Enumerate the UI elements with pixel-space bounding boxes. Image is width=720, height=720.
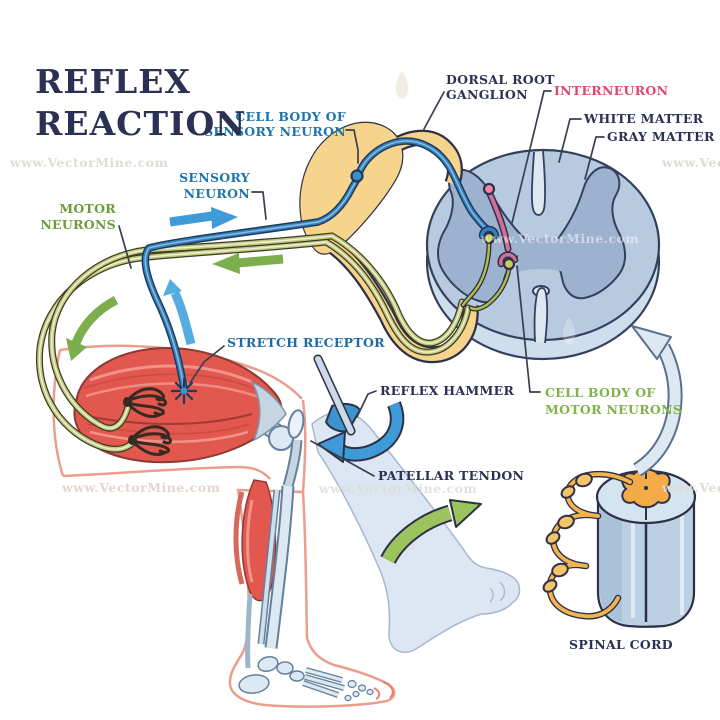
leader-gray-matter (584, 136, 605, 180)
interneuron-cell-dot (482, 182, 496, 196)
spinal-cord-3d (542, 468, 697, 628)
watermark-text: www.VectorMine.com (661, 155, 720, 170)
leader-stretch-receptor (189, 345, 225, 384)
label-stretch-receptor: STRETCH RECEPTOR (227, 335, 385, 350)
leader-reflex-hammer (356, 390, 377, 418)
efferent-arrow-left (212, 253, 284, 274)
label-motor-neurons-line2: NEURONS (40, 217, 116, 232)
thigh-skin-bottom (62, 465, 271, 480)
watermark-text: www.VectorMine.com (61, 480, 220, 495)
title-line2: REACTION (35, 104, 246, 143)
label-reflex-hammer: REFLEX HAMMER (380, 383, 514, 398)
motor-cell-body-dot-2 (502, 257, 516, 271)
hammer-handle (315, 356, 354, 434)
motor-neuron-fibers (35, 232, 472, 453)
watermark-text: www.VectorMine.com (9, 155, 168, 170)
stretch-receptor-symbol (170, 377, 198, 405)
sensory-neuron-fiber (141, 137, 491, 393)
dorsal-fissure (531, 150, 546, 216)
title-line1: REFLEX (35, 62, 191, 101)
motor-end-plate-lower (128, 425, 172, 456)
calf-strip (233, 491, 245, 585)
watermark-text: www.VectorMine.com (318, 481, 477, 496)
motor-end-plate-upper (123, 387, 167, 418)
label-sensory-neuron-line1: SENSORY (179, 170, 251, 185)
label-sensory-neuron-line2: NEURON (184, 186, 250, 201)
tibia-bone (266, 485, 293, 649)
muscle-crease (85, 413, 253, 425)
leader-white-matter (558, 118, 582, 163)
label-cell-body-motor-line1: CELL BODY OF (545, 385, 656, 400)
label-dorsal-root-ganglion-line1: DORSAL ROOT (446, 72, 555, 87)
leader-sensory-neuron (251, 191, 267, 220)
afferent-arrow-right (169, 207, 238, 229)
watermark-text: www.VectorMine.com (661, 480, 720, 495)
cord-cylinder-shade (600, 500, 622, 622)
ghost-toe-lines (489, 581, 506, 603)
vectormine-drop-logo (562, 318, 576, 345)
label-dorsal-root-ganglion-line2: GANGLION (446, 87, 528, 102)
fibula-bone (259, 489, 279, 645)
efferent-curve-arrow (66, 296, 119, 361)
cord-highlights (631, 505, 684, 618)
zoom-reference-arrow (631, 325, 683, 477)
label-motor-neurons-line1: MOTOR (59, 201, 116, 216)
vectormine-drop-logo (395, 72, 409, 99)
watermark-text: www.VectorMine.com (480, 231, 639, 246)
label-cell-body-sensory-line2: SENSORY NEURON (204, 124, 346, 139)
patella (287, 409, 305, 439)
label-spinal-cord: SPINAL CORD (569, 637, 673, 652)
patellar-tendon-shape (284, 439, 301, 487)
ventral-fissure (533, 287, 548, 344)
spinal-nerve-roots (542, 470, 634, 620)
page-title: REFLEX REACTION (35, 62, 246, 143)
interneuron-synapse-cap (498, 253, 517, 266)
reflex-hammer (313, 354, 362, 436)
quadriceps-muscle (73, 347, 287, 464)
muscle-tendon-wedge (250, 380, 287, 442)
leader-patellar-tendon (310, 440, 375, 477)
leader-cell-body-sensory (345, 129, 359, 164)
foot-bones (238, 656, 374, 702)
calf-highlight (246, 499, 254, 583)
interneuron-fiber (488, 192, 510, 251)
knee-skin-fold (301, 399, 307, 493)
leg-anatomy (52, 344, 396, 708)
hammer-swing-arrow (317, 401, 405, 463)
watermarks: www.VectorMine.com www.VectorMine.com ww… (9, 72, 720, 496)
kick-motion-arrow (380, 499, 482, 565)
leader-dorsal-root-ganglion (423, 91, 445, 130)
toe-skin-lines (373, 681, 394, 700)
labels: CELL BODY OF SENSORY NEURON DORSAL ROOT … (40, 72, 715, 652)
label-patellar-tendon: PATELLAR TENDON (378, 468, 524, 483)
sensory-cell-body-dot (350, 169, 364, 183)
leader-motor-neurons (118, 225, 132, 269)
motor-end-plates (123, 387, 172, 456)
cord-neuron-connections (460, 190, 519, 312)
sensory-synapse-cap (480, 227, 498, 238)
afferent-up-arrow (163, 279, 196, 346)
leader-interneuron (511, 90, 552, 224)
leader-cell-body-motor (516, 265, 541, 393)
label-cell-body-sensory-line1: CELL BODY OF (235, 109, 346, 124)
label-gray-matter: GRAY MATTER (607, 129, 715, 144)
motor-cell-body-dot-1 (482, 231, 496, 245)
label-cell-body-motor-line2: MOTOR NEURONS (545, 402, 682, 417)
leader-lines (118, 90, 605, 477)
achilles-tendon (245, 593, 253, 669)
label-white-matter: WHITE MATTER (583, 111, 704, 126)
label-interneuron: INTERNEURON (554, 83, 668, 98)
